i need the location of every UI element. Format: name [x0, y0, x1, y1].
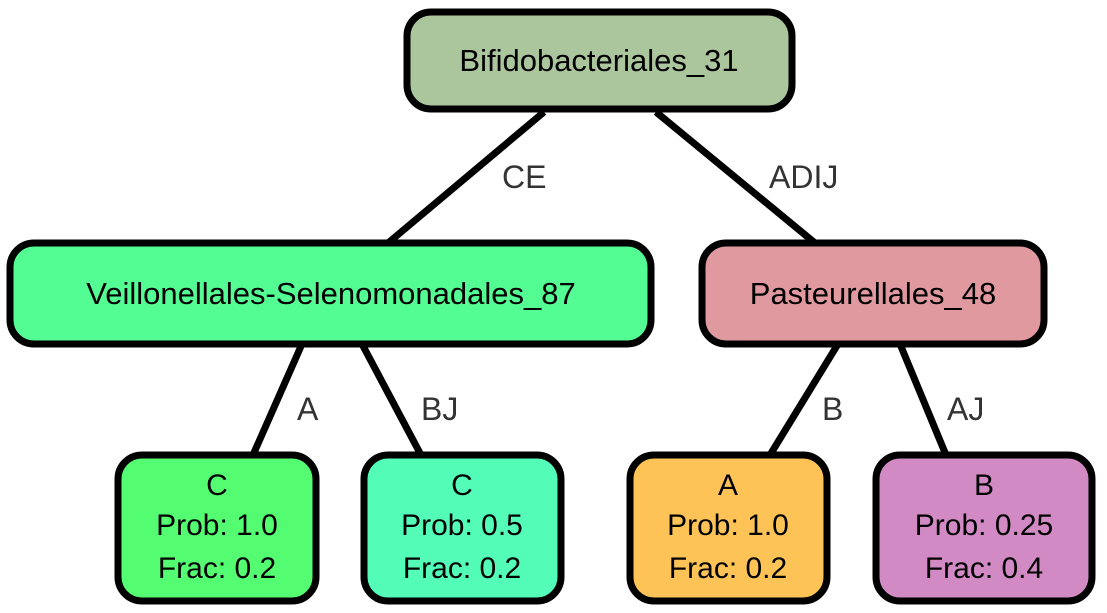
leaf-2-frac: Frac: 0.2	[403, 552, 521, 585]
leaf-box-2	[360, 451, 565, 605]
leaf-2-prob: Prob: 0.5	[401, 509, 523, 542]
edge-right-leaf3	[767, 342, 841, 457]
node-label-root: Bifidobacteriales_31	[459, 43, 738, 78]
edge-label-root-left: CE	[502, 159, 546, 195]
edge-left-leaf2	[358, 342, 425, 457]
leaf-1-frac: Frac: 0.2	[158, 552, 276, 585]
edge-label-left-leaf1: A	[297, 391, 319, 427]
node-box-right	[698, 239, 1048, 348]
edge-root-right	[653, 109, 818, 246]
node-label-left: Veillonellales-Selenomonadales_87	[86, 276, 575, 311]
edge-label-root-right: ADIJ	[769, 159, 838, 195]
tree-leaf-2: C Prob: 0.5 Frac: 0.2	[360, 451, 565, 605]
leaf-3-frac: Frac: 0.2	[669, 552, 787, 585]
leaf-4-frac: Frac: 0.4	[925, 552, 1043, 585]
node-box-root	[403, 8, 796, 113]
edge-label-right-leaf3: B	[822, 391, 843, 427]
leaf-box-1	[114, 451, 320, 605]
edge-left-leaf1	[249, 342, 306, 457]
leaf-4-prob: Prob: 0.25	[915, 509, 1053, 542]
leaf-4-class: B	[974, 469, 994, 502]
edge-label-left-leaf2: BJ	[421, 391, 458, 427]
leaf-3-class: A	[718, 469, 738, 502]
tree-node-right: Pasteurellales_48	[698, 239, 1048, 348]
node-box-left	[6, 239, 655, 348]
tree-node-left: Veillonellales-Selenomonadales_87	[6, 239, 655, 348]
edge-label-right-leaf4: AJ	[947, 391, 984, 427]
tree-leaf-1: C Prob: 1.0 Frac: 0.2	[114, 451, 320, 605]
tree-leaf-3: A Prob: 1.0 Frac: 0.2	[626, 451, 831, 605]
edge-root-left	[385, 109, 547, 246]
tree-node-root: Bifidobacteriales_31	[403, 8, 796, 113]
leaf-1-prob: Prob: 1.0	[156, 509, 278, 542]
tree-leaf-4: B Prob: 0.25 Frac: 0.4	[872, 451, 1096, 605]
leaf-3-prob: Prob: 1.0	[667, 509, 789, 542]
edge-right-leaf4	[896, 342, 950, 457]
leaf-2-class: C	[451, 469, 473, 502]
leaf-1-class: C	[206, 469, 228, 502]
leaf-box-3	[626, 451, 831, 605]
leaf-box-4	[872, 451, 1096, 605]
node-label-right: Pasteurellales_48	[750, 276, 996, 311]
